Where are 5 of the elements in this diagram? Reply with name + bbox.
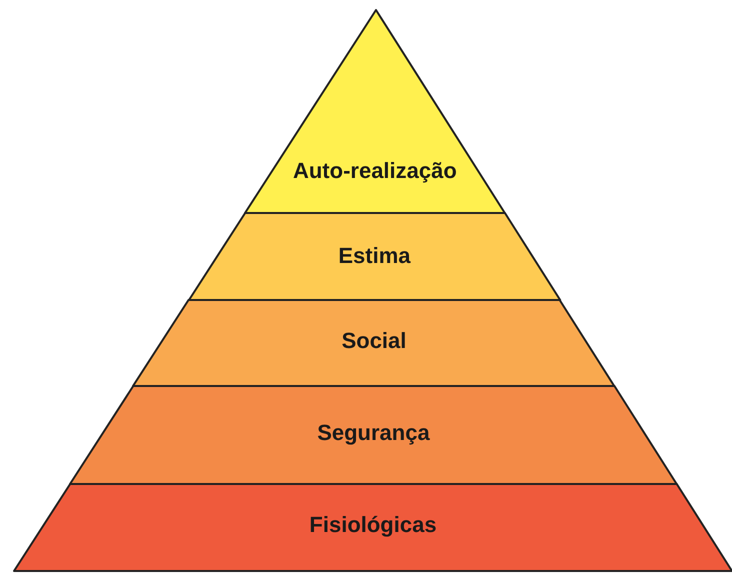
tier-label: Auto-realização <box>292 158 457 183</box>
tier-label: Fisiológicas <box>309 512 437 537</box>
tier-label: Estima <box>338 243 411 268</box>
tier-label: Social <box>342 328 406 353</box>
tier-label: Segurança <box>317 420 430 445</box>
